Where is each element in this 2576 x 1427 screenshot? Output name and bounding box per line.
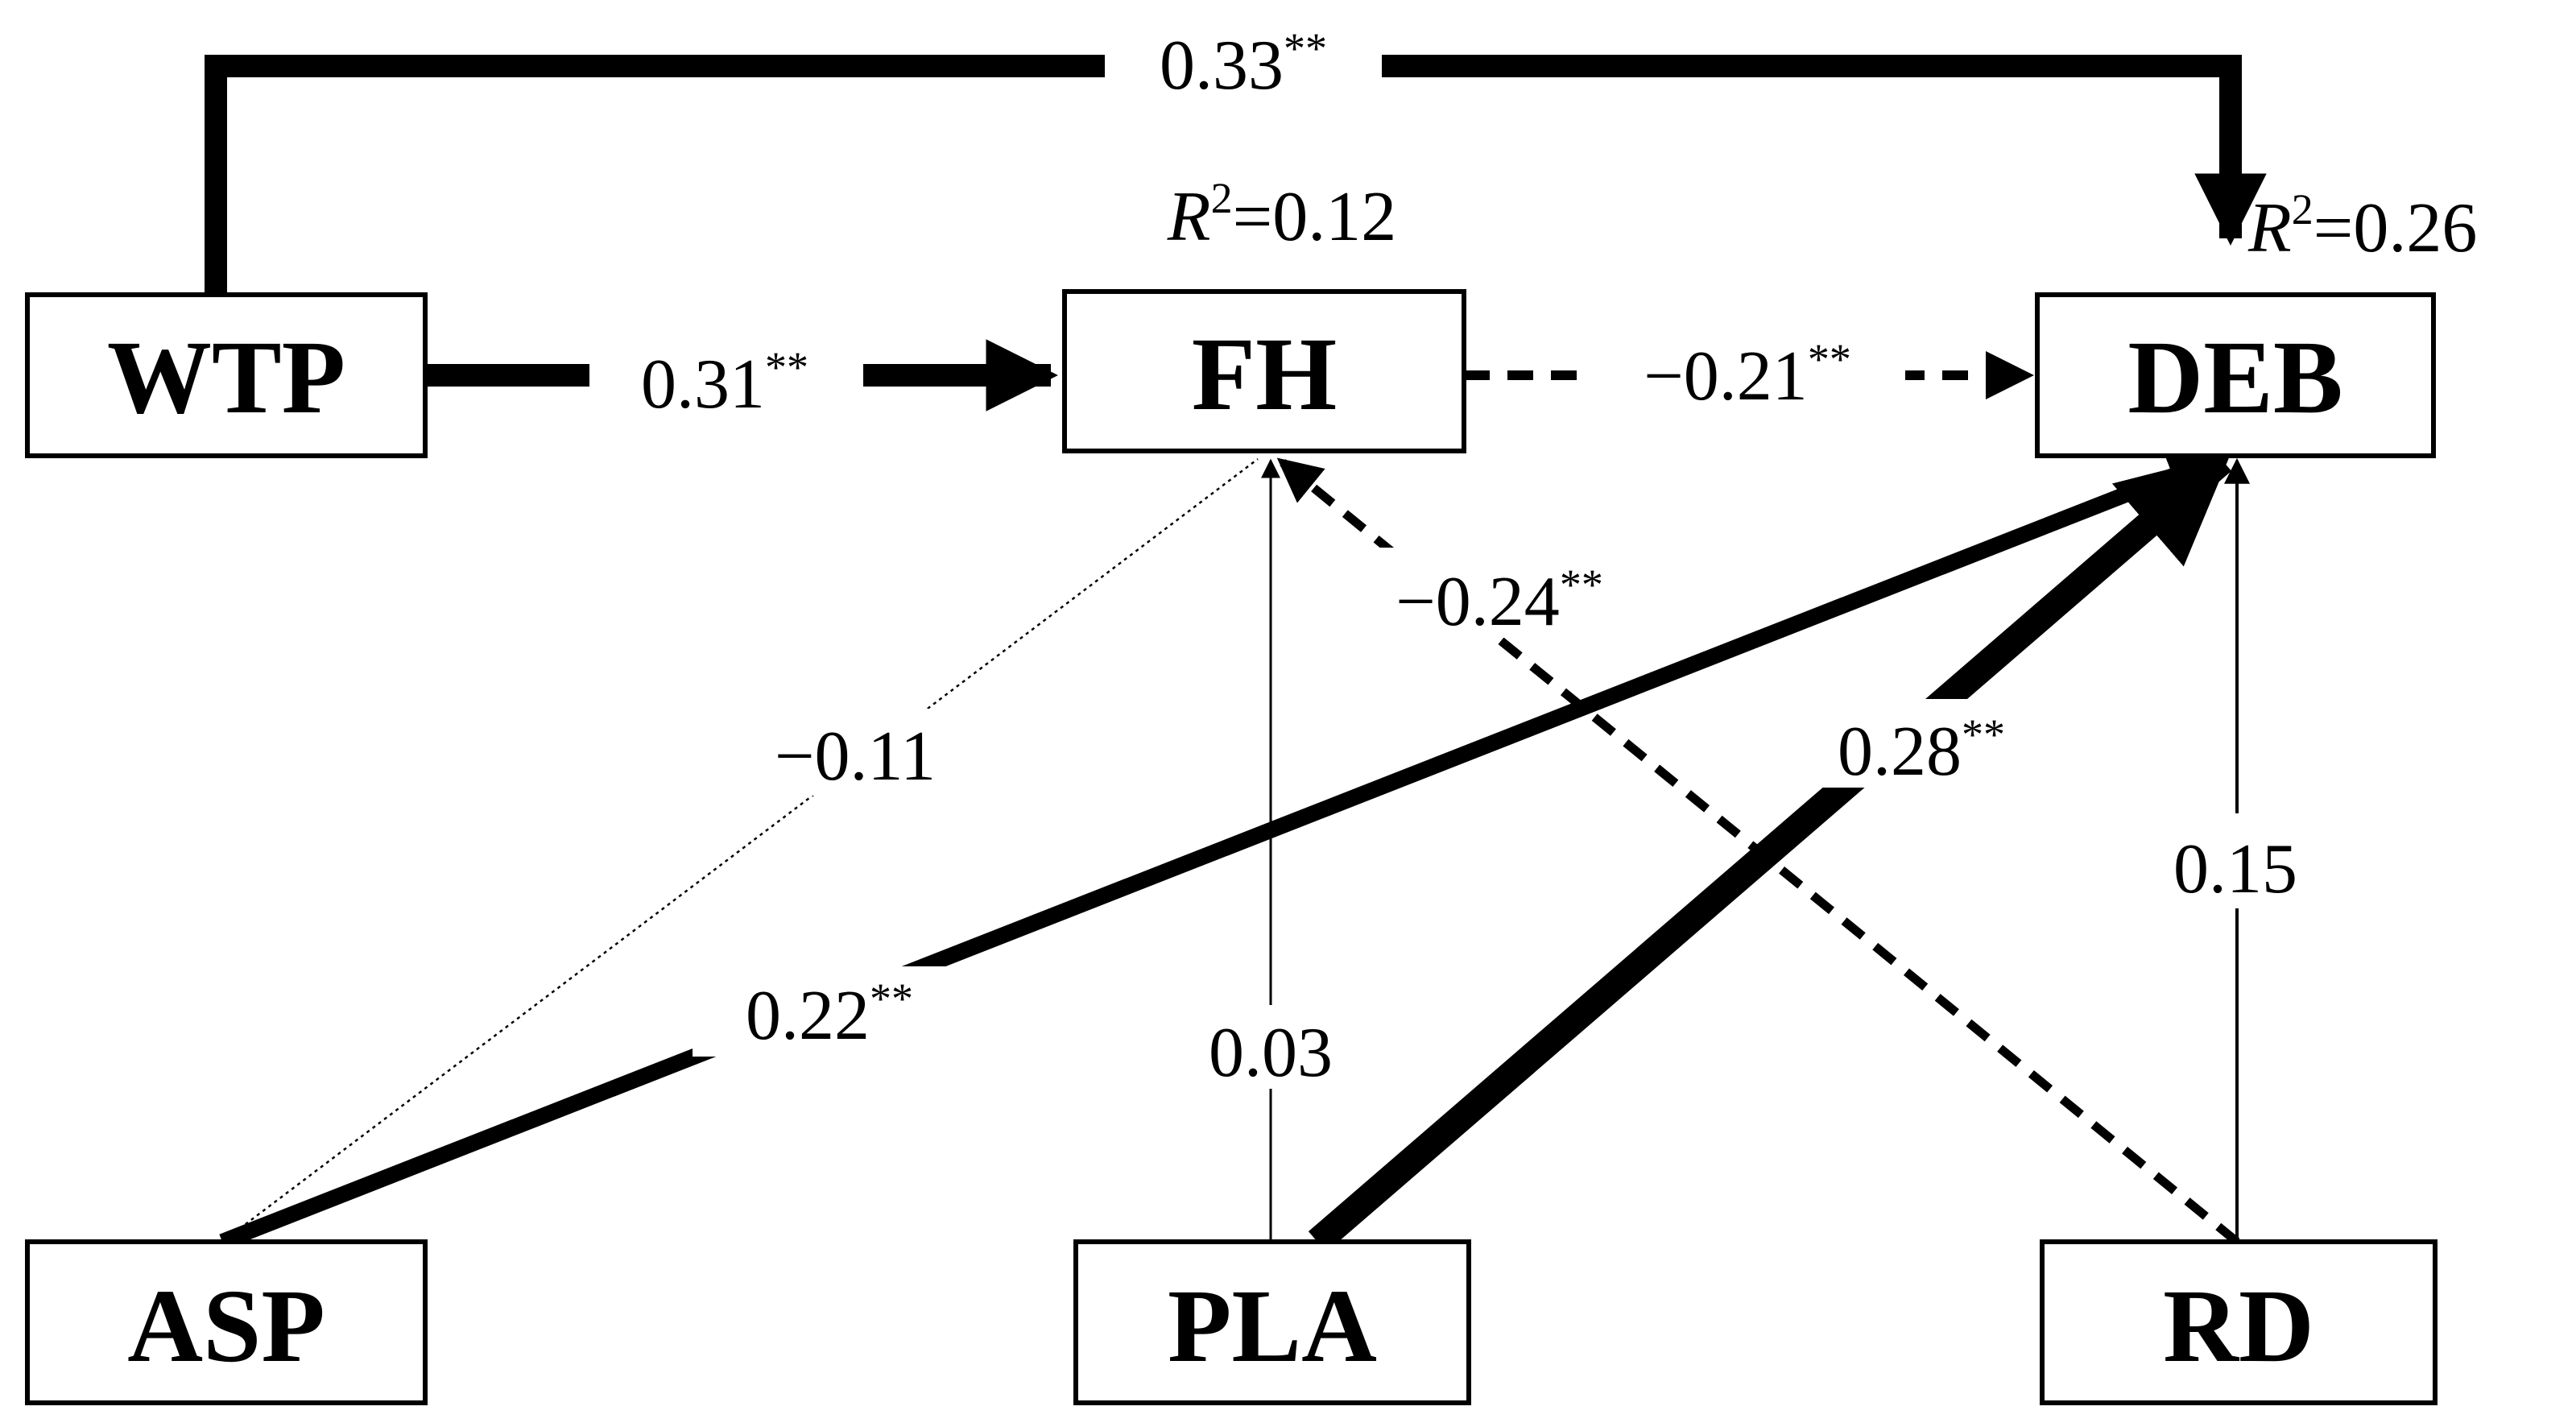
r2-deb: R2=0.26 (2247, 185, 2477, 267)
path-line-pla-deb (1308, 450, 2232, 1252)
label-mask-pla-deb (1801, 699, 2042, 788)
label-mask-fh-deb (1591, 329, 1905, 416)
coef-pla-fh: 0.03 (1209, 1014, 1333, 1092)
node-rd-label: RD (2163, 1268, 2314, 1384)
label-mask-wtp-deb (1105, 24, 1382, 108)
label-mask-wtp-fh (589, 332, 863, 416)
coef-asp-deb: 0.22** (746, 974, 913, 1055)
node-pla: PLA (1073, 1239, 1471, 1405)
coef-asp-fh: −0.11 (775, 718, 936, 796)
node-asp: ASP (25, 1239, 428, 1405)
path-line-asp-deb (219, 451, 2221, 1250)
node-asp-label: ASP (127, 1268, 325, 1384)
node-deb: DEB (2035, 292, 2436, 458)
coef-wtp-deb: 0.33** (1160, 24, 1327, 105)
node-deb-label: DEB (2127, 320, 2342, 436)
coef-rd-deb: 0.15 (2173, 830, 2297, 908)
label-mask-pla-fh (1189, 1005, 1353, 1089)
node-wtp-label: WTP (107, 320, 345, 436)
node-fh-label: FH (1192, 316, 1338, 432)
label-mask-asp-fh (746, 709, 963, 796)
node-wtp: WTP (25, 292, 428, 458)
coef-wtp-fh: 0.31** (641, 343, 808, 424)
node-rd: RD (2040, 1239, 2437, 1405)
coef-pla-deb: 0.28** (1838, 710, 2005, 791)
label-mask-rd-deb (2144, 813, 2327, 908)
node-pla-label: PLA (1168, 1268, 1377, 1384)
label-mask-asp-deb (693, 966, 966, 1057)
coef-rd-fh: −0.24** (1396, 560, 1603, 641)
coef-fh-deb: −0.21** (1644, 335, 1851, 416)
label-mask-rd-fh (1361, 548, 1643, 638)
path-line-asp-fh (221, 458, 1259, 1243)
r2-fh: R2=0.12 (1167, 174, 1396, 256)
node-fh: FH (1062, 289, 1466, 453)
